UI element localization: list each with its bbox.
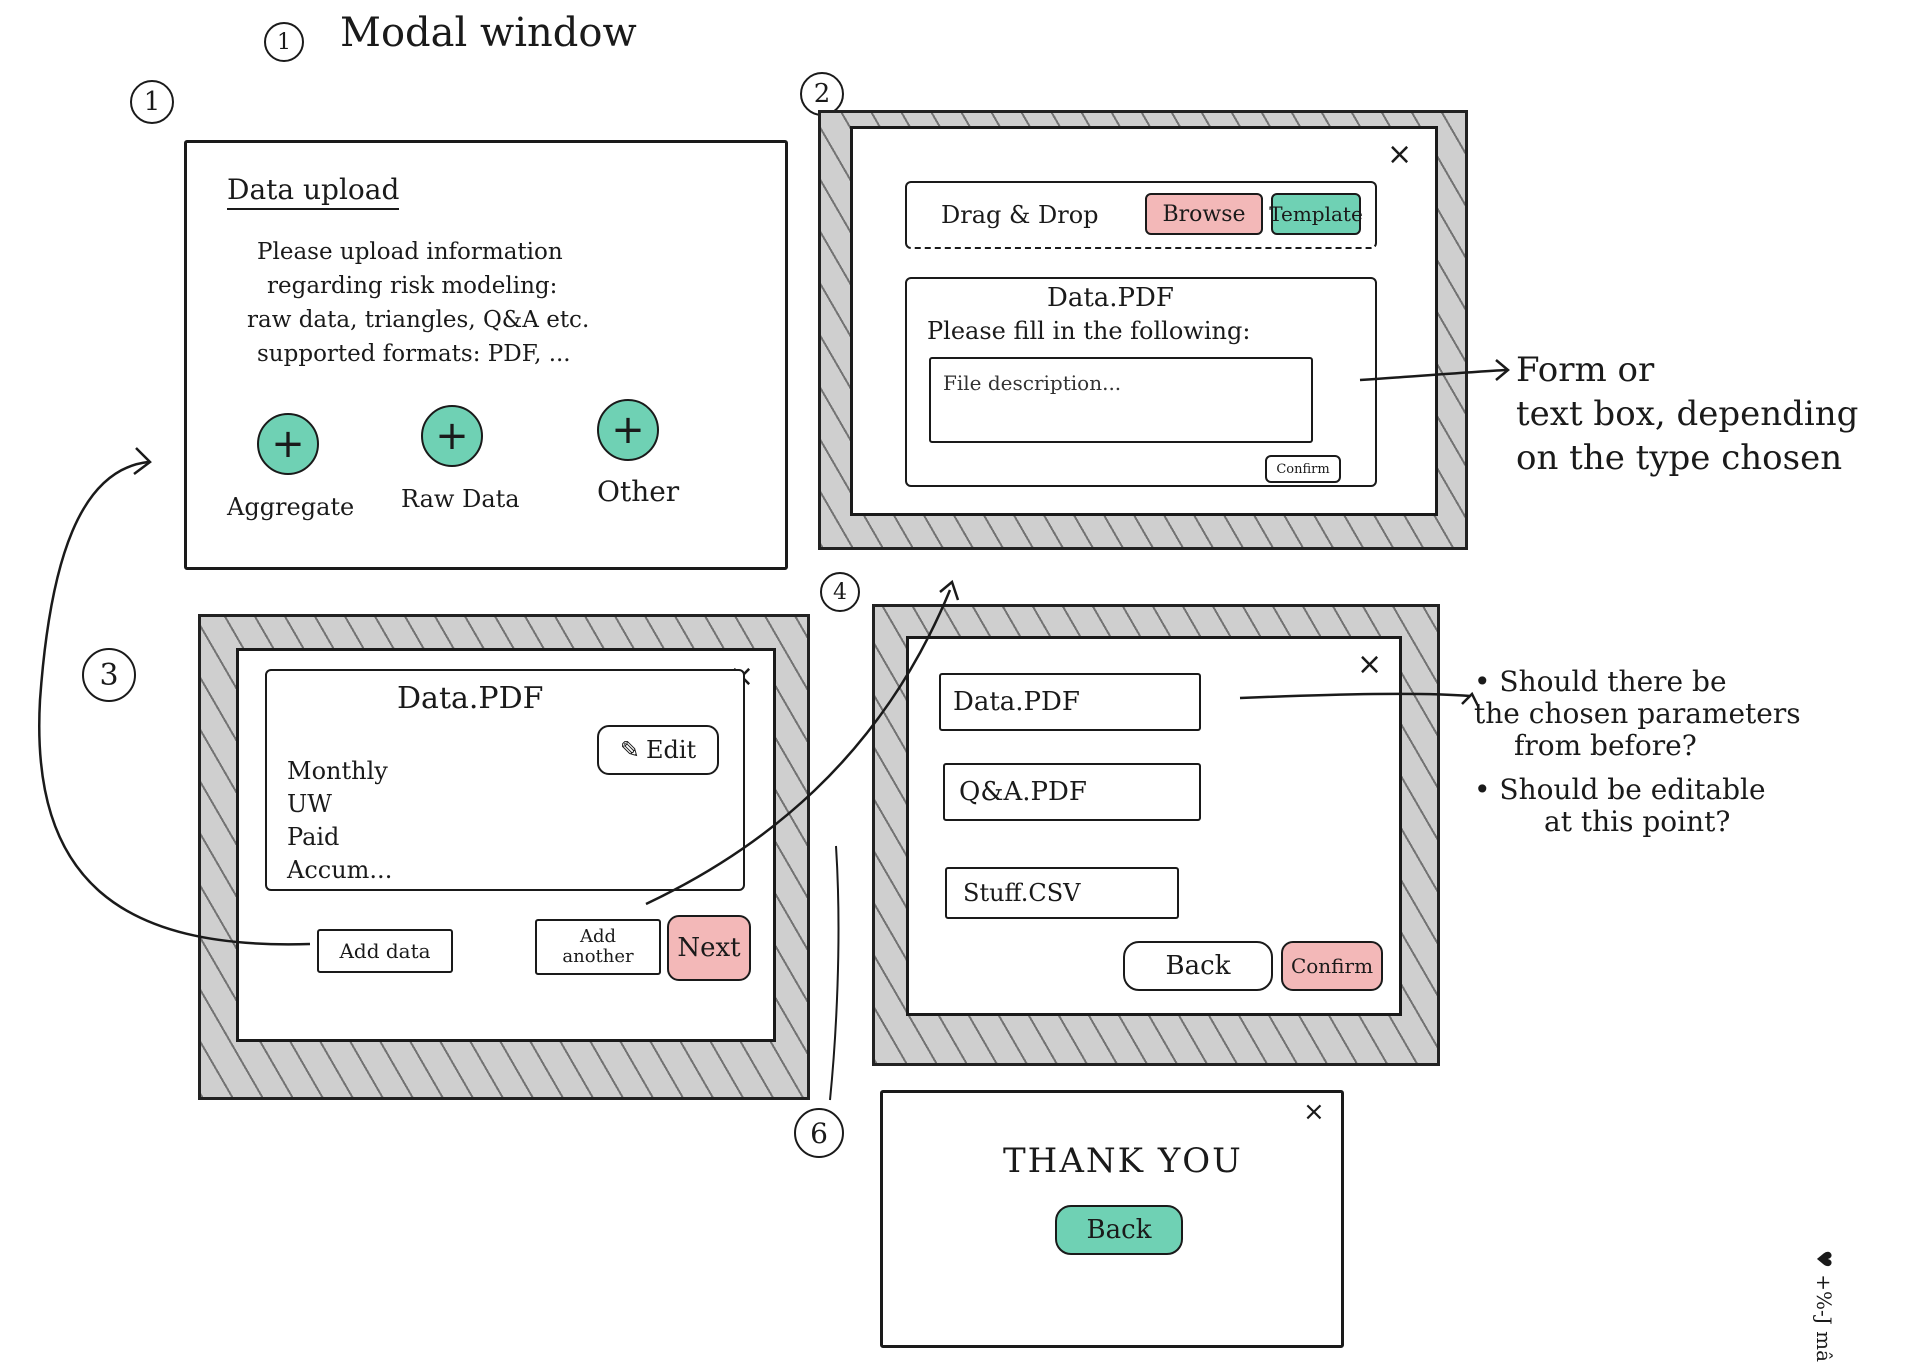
signature: ♥ +%-J mâ bbox=[1812, 1250, 1836, 1362]
file-description-input[interactable]: File description... bbox=[929, 357, 1313, 443]
drag-drop-label: Drag & Drop bbox=[941, 201, 1099, 229]
step4-number-text: 4 bbox=[833, 579, 847, 605]
field-item: Monthly bbox=[287, 757, 388, 785]
plus-icon[interactable]: + bbox=[421, 405, 483, 467]
file-item-label: Data.PDF bbox=[953, 687, 1080, 717]
step3-number-text: 3 bbox=[99, 657, 119, 693]
note-item: • Should there be the chosen parameters … bbox=[1474, 666, 1801, 762]
step1-body-line: supported formats: PDF, ... bbox=[257, 341, 571, 367]
file-item[interactable]: Data.PDF bbox=[939, 673, 1201, 731]
back-button[interactable]: Back bbox=[1055, 1205, 1183, 1255]
note-item: • Should be editable at this point? bbox=[1474, 774, 1801, 838]
step1-number: 1 bbox=[130, 80, 174, 124]
note-line: at this point? bbox=[1544, 805, 1731, 838]
add-another-button[interactable]: Add another bbox=[535, 919, 661, 975]
drop-zone[interactable]: Drag & Drop Browse Template bbox=[905, 181, 1377, 249]
step4-notes: • Should there be the chosen parameters … bbox=[1474, 666, 1801, 838]
arrow-head bbox=[939, 579, 960, 601]
step1-number-text: 1 bbox=[143, 87, 161, 117]
confirm-button[interactable]: Confirm bbox=[1281, 941, 1383, 991]
annotation-line: on the type chosen bbox=[1516, 438, 1843, 478]
form-prompt: Please fill in the following: bbox=[927, 317, 1251, 345]
step1-body-line: raw data, triangles, Q&A etc. bbox=[247, 307, 590, 333]
template-button[interactable]: Template bbox=[1269, 193, 1363, 235]
step1-body-line: Please upload information bbox=[257, 239, 563, 265]
note-line: • Should be editable bbox=[1474, 773, 1766, 806]
title-number: 1 bbox=[264, 22, 304, 62]
plus-icon[interactable]: + bbox=[597, 399, 659, 461]
plus-icon[interactable]: + bbox=[257, 413, 319, 475]
field-item: Paid bbox=[287, 823, 340, 851]
file-item-label: Stuff.CSV bbox=[963, 879, 1081, 907]
note-text: Should be editable bbox=[1499, 773, 1766, 806]
arrow-head bbox=[133, 447, 152, 475]
add-another-line: Add bbox=[579, 926, 617, 947]
step1-modal: Data upload Please upload information re… bbox=[184, 140, 788, 570]
arrow-head bbox=[1495, 359, 1510, 381]
option-label: Other bbox=[597, 475, 680, 508]
browse-button[interactable]: Browse bbox=[1145, 193, 1263, 235]
annotation-line: text box, depending bbox=[1516, 394, 1859, 434]
step4-modal: × Data.PDF Q&A.PDF Stuff.CSV Back Confir… bbox=[906, 636, 1402, 1016]
file-item-label: Q&A.PDF bbox=[959, 777, 1087, 807]
field-list: Monthly UW Paid Accum... bbox=[287, 755, 392, 887]
annotation-line: Form or bbox=[1516, 350, 1655, 390]
add-another-line: another bbox=[562, 946, 634, 967]
file-form: Data.PDF Please fill in the following: F… bbox=[905, 277, 1377, 487]
step6-number: 6 bbox=[794, 1108, 844, 1158]
option-label: Raw Data bbox=[401, 485, 520, 513]
field-item: Accum... bbox=[287, 856, 393, 884]
step4-number: 4 bbox=[820, 572, 860, 612]
note-line: the chosen parameters bbox=[1474, 697, 1801, 730]
step1-body: Please upload information regarding risk… bbox=[247, 235, 589, 371]
field-item: UW bbox=[287, 790, 332, 818]
page-title: Modal window bbox=[340, 10, 637, 56]
file-name: Data.PDF bbox=[1047, 283, 1174, 313]
step1-heading: Data upload bbox=[227, 173, 400, 210]
step3-number: 3 bbox=[82, 648, 136, 702]
edit-label: Edit bbox=[645, 736, 697, 764]
step2-number-text: 2 bbox=[813, 79, 831, 109]
step6-modal: × THANK YOU Back bbox=[880, 1090, 1344, 1348]
note-line: from before? bbox=[1514, 729, 1697, 762]
step1-body-line: regarding risk modeling: bbox=[267, 273, 558, 299]
option-other[interactable]: + Other bbox=[577, 399, 717, 529]
flow-line-step3-to-step6 bbox=[829, 845, 840, 1101]
option-label: Aggregate bbox=[227, 493, 355, 521]
file-item[interactable]: Q&A.PDF bbox=[943, 763, 1201, 821]
file-card: Data.PDF ✎ Edit Monthly UW Paid Accum... bbox=[265, 669, 745, 891]
file-item[interactable]: Stuff.CSV bbox=[945, 867, 1179, 919]
next-button[interactable]: Next bbox=[667, 915, 751, 981]
step6-number-text: 6 bbox=[810, 1116, 828, 1150]
thank-you-message: THANK YOU bbox=[1003, 1141, 1243, 1181]
close-icon[interactable]: × bbox=[1357, 647, 1383, 682]
add-data-button[interactable]: Add data bbox=[317, 929, 453, 973]
note-line: • Should there be bbox=[1474, 665, 1727, 698]
file-description-placeholder: File description... bbox=[943, 371, 1122, 395]
close-icon[interactable]: × bbox=[1387, 137, 1413, 172]
note-text: Should there be bbox=[1499, 665, 1727, 698]
title-number-text: 1 bbox=[277, 29, 291, 55]
close-icon[interactable]: × bbox=[1303, 1097, 1325, 1127]
file-name: Data.PDF bbox=[397, 681, 544, 716]
edit-button[interactable]: ✎ Edit bbox=[597, 725, 719, 775]
step3-modal: × Data.PDF ✎ Edit Monthly UW Paid Accum.… bbox=[236, 648, 776, 1042]
option-aggregate[interactable]: + Aggregate bbox=[217, 413, 357, 543]
back-button[interactable]: Back bbox=[1123, 941, 1273, 991]
pencil-icon: ✎ bbox=[619, 736, 640, 764]
step2-annotation: Form or text box, depending on the type … bbox=[1516, 348, 1858, 480]
step2-modal: × Drag & Drop Browse Template Data.PDF P… bbox=[850, 126, 1438, 516]
option-raw-data[interactable]: + Raw Data bbox=[401, 405, 541, 535]
confirm-button[interactable]: Confirm bbox=[1265, 455, 1341, 483]
